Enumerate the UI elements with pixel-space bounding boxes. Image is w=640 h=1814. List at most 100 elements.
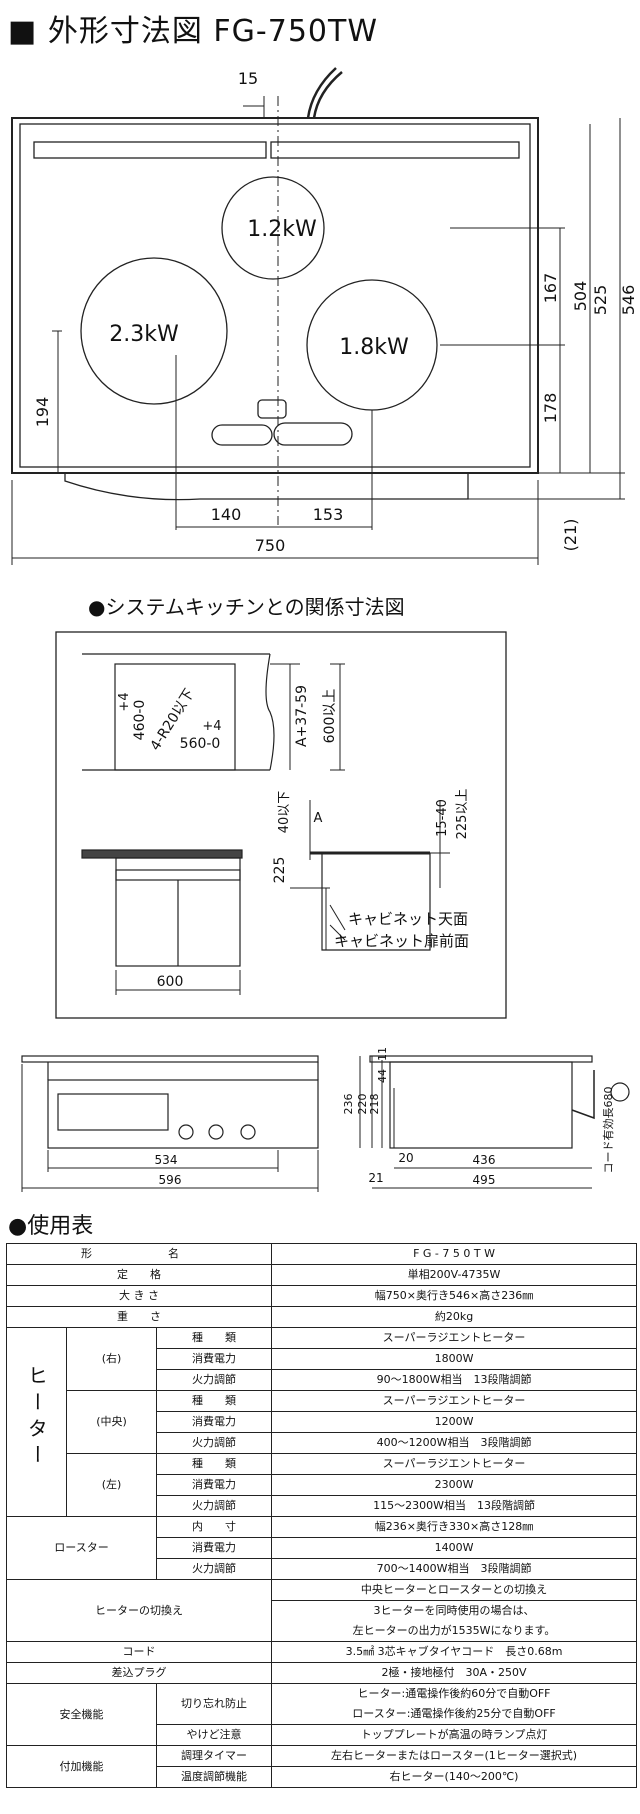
- cutout-tol-b: +4: [202, 719, 221, 734]
- spec-value: 90～1800W相当 13段階調節: [271, 1369, 638, 1391]
- spec-value: 700～1400W相当 3段階調節: [271, 1558, 638, 1580]
- spec-label: 種 類: [155, 1390, 273, 1412]
- side-depth-495: 495: [473, 1173, 496, 1187]
- spec-value: スーパーラジエントヒーター: [271, 1453, 638, 1475]
- spec-label: コード: [5, 1641, 273, 1663]
- spec-label: 火力調節: [155, 1495, 273, 1517]
- table-row: 重 さ 約20kg: [5, 1306, 638, 1328]
- dim-under: (21): [561, 519, 580, 552]
- table-row: 差込プラグ 2極・接地極付 30A・250V: [5, 1662, 638, 1684]
- table-row: 消費電力 2300W: [7, 1474, 638, 1496]
- spec-value: ヒーター:通電操作後約60分で自動OFF: [271, 1683, 638, 1704]
- spec-label: 消費電力: [155, 1411, 273, 1433]
- spec-label: 消費電力: [155, 1537, 273, 1559]
- kitchen-section-title: ●システムキッチンとの関係寸法図: [88, 595, 405, 619]
- page-title: ■ 外形寸法図 FG-750TW: [8, 14, 378, 49]
- table-row: 消費電力 1400W: [7, 1537, 638, 1559]
- heater-label: ヒ ー タ ー: [6, 1327, 67, 1517]
- side-depth-21: 21: [368, 1171, 383, 1185]
- edge-15-40: 15-40: [435, 799, 450, 837]
- spec-value: 幅236×奥行き330×高さ128㎜: [271, 1516, 638, 1538]
- spec-value: 3.5㎟ 3芯キャブタイヤコード 長さ0.68m: [271, 1641, 638, 1663]
- side-depth-20: 20: [398, 1151, 413, 1165]
- cutout-width: 560-0: [180, 736, 221, 752]
- burner-left-label: 2.3kW: [109, 322, 179, 347]
- dim-depth-504: 504: [571, 281, 590, 312]
- dim-right-span: 153: [313, 505, 344, 524]
- spec-label: 種 類: [155, 1327, 273, 1349]
- top-view-drawing: 15 1.2kW 2.3kW 1.8kW 194 167 178 504 525…: [11, 67, 638, 565]
- spec-label: 種 類: [155, 1453, 273, 1475]
- spec-value: 400～1200W相当 3段階調節: [271, 1432, 638, 1454]
- spec-value: スーパーラジエントヒーター: [271, 1327, 638, 1349]
- cutout-depth: 460-0: [132, 700, 148, 741]
- table-row: 安全機能 切り忘れ防止 ヒーター:通電操作後約60分で自動OFF: [6, 1683, 638, 1746]
- cabinet-width: 600: [157, 974, 184, 990]
- spec-label: やけど注意: [155, 1724, 273, 1746]
- spec-value: 右ヒーター(140～200℃): [271, 1766, 638, 1788]
- table-row: (中央) 種 類 スーパーラジエントヒーター: [7, 1390, 638, 1454]
- table-row: 定 格 単相200V-4735W: [5, 1264, 638, 1286]
- spec-label: 形 名: [5, 1243, 273, 1265]
- table-row: 3ヒーターを同時使用の場合は、: [7, 1600, 638, 1621]
- spec-label: 火力調節: [155, 1369, 273, 1391]
- spec-label: 切り忘れ防止: [155, 1683, 273, 1725]
- table-row: 温度調節機能 右ヒーター(140～200℃): [7, 1766, 638, 1788]
- table-row: 付加機能 調理タイマー 左右ヒーターまたはロースター(1ヒーター選択式): [6, 1745, 638, 1788]
- spec-label: 大 き さ: [5, 1285, 273, 1307]
- spec-value: 2300W: [271, 1474, 638, 1496]
- dim-top-offset: 15: [238, 69, 258, 88]
- spec-section-title: ●使用表: [8, 1214, 94, 1239]
- switch-label: ヒーターの切換え: [5, 1579, 273, 1642]
- spec-value: スーパーラジエントヒーター: [271, 1390, 638, 1412]
- spec-value: 1800W: [271, 1348, 638, 1370]
- heater-pos: (中央): [66, 1390, 157, 1454]
- dim-left-height: 194: [33, 397, 52, 428]
- spec-value: F G - 7 5 0 T W: [271, 1243, 638, 1265]
- side-min: 600以上: [322, 689, 338, 744]
- burner-center-label: 1.2kW: [247, 217, 317, 242]
- spec-table: 形 名 F G - 7 5 0 T W 定 格 単相200V-4735W 大 き…: [5, 1243, 638, 1788]
- roaster-label: ロースター: [6, 1516, 157, 1580]
- side-cord-length: コード有効長680: [601, 1087, 615, 1174]
- side-top-11: 11: [376, 1047, 389, 1061]
- extra-label: 付加機能: [6, 1745, 157, 1788]
- front-width-534: 534: [155, 1153, 178, 1167]
- label-cabinet-top: キャビネット天面: [348, 910, 468, 928]
- table-row: 消費電力 1800W: [7, 1348, 638, 1370]
- gap-a: A: [314, 811, 323, 826]
- depth-225: 225: [272, 857, 288, 884]
- heater-pos: (右): [66, 1327, 157, 1391]
- spec-value: 3ヒーターを同時使用の場合は、: [271, 1600, 638, 1621]
- table-row: 消費電力 1200W: [7, 1411, 638, 1433]
- spec-value: 幅750×奥行き546×高さ236㎜: [271, 1285, 638, 1307]
- gap-max: 40以下: [277, 791, 292, 834]
- kitchen-relation-diagram: +4 460-0 4-R20以下 +4 560-0 A+37-59 600以上 …: [55, 631, 507, 1019]
- spec-label: 消費電力: [155, 1474, 273, 1496]
- cutout-tol-a: +4: [117, 692, 132, 711]
- table-row: ヒーターの切換え 中央ヒーターとロースターとの切換え: [5, 1579, 638, 1642]
- spec-value: トッププレートが高温の時ランプ点灯: [271, 1724, 638, 1746]
- spec-label: 火力調節: [155, 1558, 273, 1580]
- table-row: やけど注意 トッププレートが高温の時ランプ点灯: [7, 1724, 638, 1746]
- dim-total-width: 750: [255, 536, 286, 555]
- spec-value: 単相200V-4735W: [271, 1264, 638, 1286]
- heater-pos: (左): [66, 1453, 157, 1517]
- safety-label: 安全機能: [6, 1683, 157, 1746]
- table-row: ロースター 内 寸 幅236×奥行き330×高さ128㎜: [6, 1516, 638, 1580]
- spec-value: 1400W: [271, 1537, 638, 1559]
- spec-label: 火力調節: [155, 1432, 273, 1454]
- side-a: A+37-59: [294, 685, 310, 747]
- spec-label: 温度調節機能: [155, 1766, 273, 1788]
- spec-label: 定 格: [5, 1264, 273, 1286]
- heater-label-text: ヒ ー タ ー: [24, 1364, 49, 1465]
- dim-right-upper: 167: [541, 273, 560, 304]
- side-depth-436: 436: [473, 1153, 496, 1167]
- spec-value: 中央ヒーターとロースターとの切換え: [271, 1579, 638, 1601]
- spec-value: 左ヒーターの出力が1535Wになります。: [271, 1621, 638, 1642]
- dim-depth-525: 525: [591, 285, 610, 316]
- spec-value: 115～2300W相当 13段階調節: [271, 1495, 638, 1517]
- spec-label: 調理タイマー: [155, 1745, 273, 1767]
- table-row: 大 き さ 幅750×奥行き546×高さ236㎜: [5, 1285, 638, 1307]
- dim-right-lower: 178: [541, 393, 560, 424]
